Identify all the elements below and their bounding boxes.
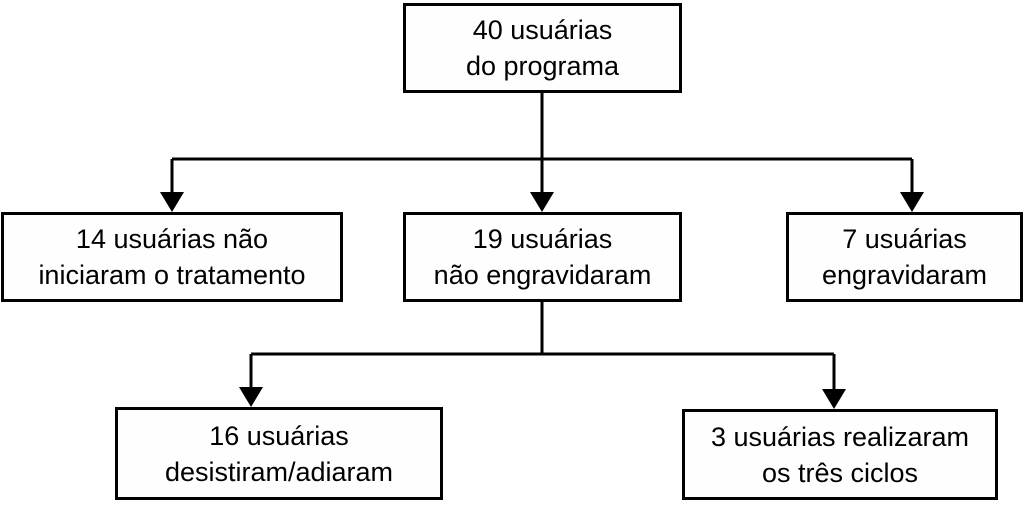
node-pregnant: 7 usuárias engravidaram (786, 212, 1023, 302)
arrowhead-not-started (160, 192, 184, 212)
node-completed-three-cycles: 3 usuárias realizaram os três ciclos (682, 409, 998, 500)
node-not-pregnant: 19 usuárias não engravidaram (403, 212, 682, 302)
arrowhead-pregnant (900, 192, 924, 212)
arrowhead-completed (822, 389, 846, 409)
node-not-started-treatment: 14 usuárias não iniciaram o tratamento (1, 212, 343, 302)
arrowhead-not-pregnant (530, 192, 554, 212)
node-program-total: 40 usuárias do programa (403, 3, 682, 93)
node-dropped-postponed: 16 usuárias desistiram/adiaram (115, 407, 443, 500)
arrowhead-dropped (239, 387, 263, 407)
